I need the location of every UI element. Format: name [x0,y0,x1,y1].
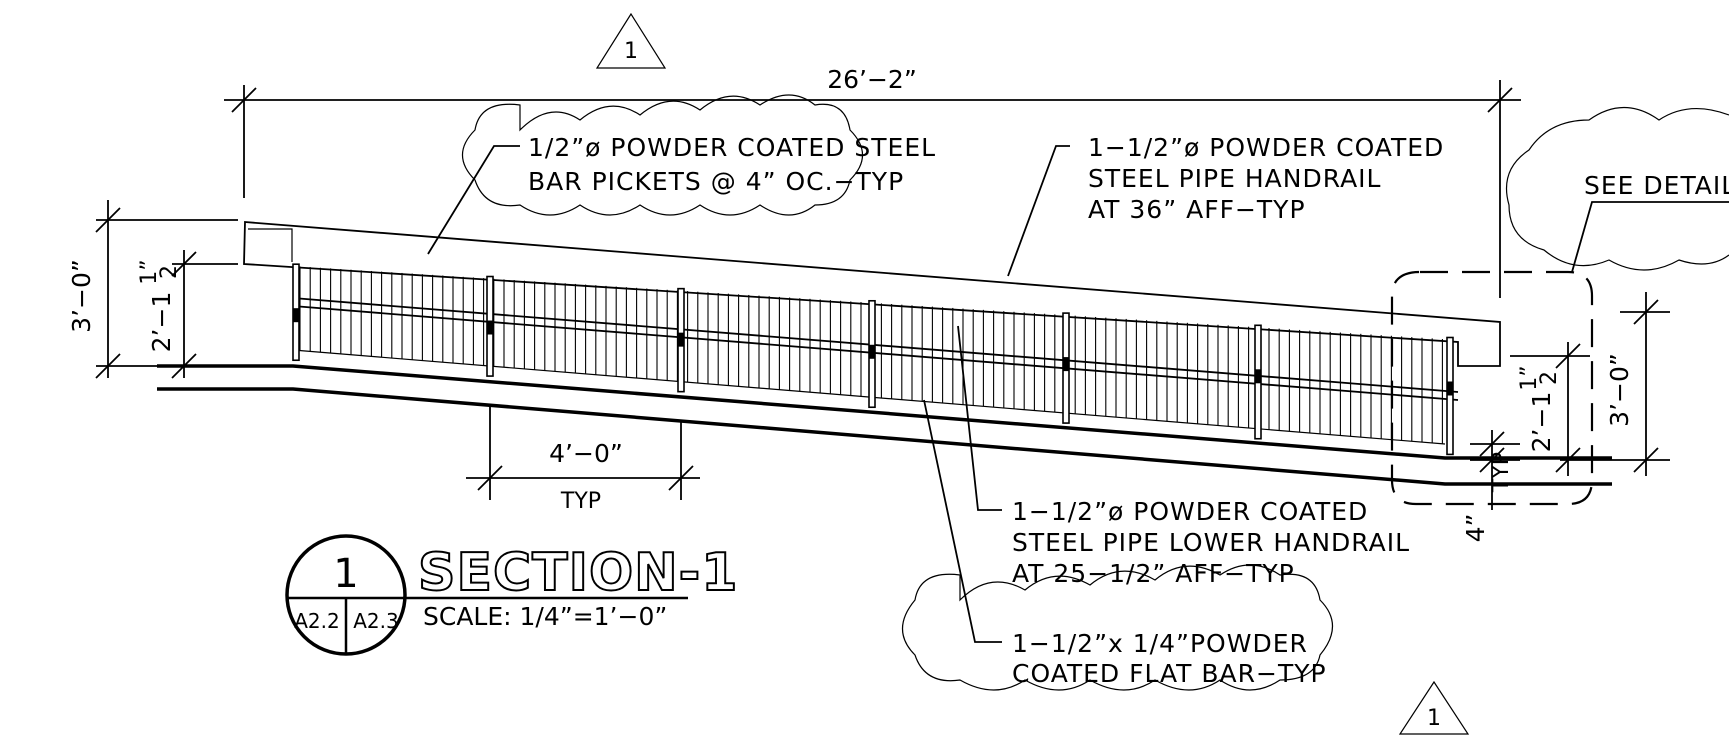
flat-bar-leader [923,399,1002,643]
revision-triangle-bottom [1398,680,1470,735]
left-tick-2 [95,353,121,379]
section-title: SECTION-1 [418,543,738,603]
note-pickets-line2: BAR PICKETS @ 4” OC.−TYP [528,167,904,196]
section-scale: SCALE: 1/4”=1’−0” [423,602,667,631]
note-handrail-line2: STEEL PIPE HANDRAIL [1088,164,1382,193]
right-tick-3 [1555,343,1581,369]
rail-posts [292,263,1454,456]
post-bracket [1255,369,1261,384]
left-fraction-den: 2 [157,265,182,279]
see-detail-leader [1571,201,1729,273]
post-bracket [293,308,299,323]
handrail-leader [1007,145,1070,277]
ramp-slab-top [157,364,1612,460]
note-lower-line1: 1−1/2”ø POWDER COATED [1012,497,1368,526]
pickets-leader [427,145,520,255]
right-lower-height-label: 2’−1 [1527,392,1556,453]
note-flat-bar-line2: COATED FLAT BAR−TYP [1012,659,1327,688]
toe-tick-1 [1479,431,1505,457]
detail-callout-box [1390,270,1594,506]
tick-right [1487,87,1513,113]
post-bracket [1063,357,1069,372]
left-tick-1 [95,207,121,233]
spacing-tick-left [477,465,503,491]
bar-pickets [299,266,1443,444]
right-fraction-den: 2 [1537,371,1562,385]
right-rail-height-label: 3’−0” [1605,353,1634,427]
revision-cloud-see-detail [1505,107,1729,271]
note-lower-handrail: 1−1/2”ø POWDER COATED STEEL PIPE LOWER H… [1012,497,1419,588]
top-handrail-inner [248,228,293,262]
post-bracket [678,332,684,347]
post-spacing-typ: TYP [560,489,601,514]
left-tick-3 [171,251,197,277]
left-rail-height-label: 3’−0” [67,259,96,333]
left-lower-height-label: 2’−1 [147,292,176,353]
note-handrail-line1: 1−1/2”ø POWDER COATED [1088,133,1444,162]
revision-tag-bottom: 1 [1427,706,1441,731]
right-tick-1 [1633,299,1659,325]
note-handrail-line3: AT 36” AFF−TYP [1088,195,1306,224]
note-handrail: 1−1/2”ø POWDER COATED STEEL PIPE HANDRAI… [1088,133,1453,224]
toe-tick-2 [1479,447,1505,473]
section-sheet-right: A2.3 [353,609,399,633]
right-tick-4 [1555,447,1581,473]
revision-cloud-flat-bar [902,564,1333,691]
revision-tag-top: 1 [624,39,638,64]
post-bracket [487,320,493,335]
top-handrail [243,221,1501,367]
right-fraction-num: 1” [1517,365,1542,390]
see-detail-label: SEE DETAIL [1584,171,1729,200]
revision-cloud-pickets [461,94,864,216]
section-sheet-left: A2.2 [294,609,340,633]
note-lower-line3: AT 25−1/2” AFF−TYP [1012,559,1295,588]
post-spacing-label: 4’−0” [549,439,623,468]
post-bracket [869,344,875,359]
toe-gap-typ: TYP [1489,452,1514,493]
left-fraction-num: 1” [137,259,162,284]
note-pickets-line1: 1/2”ø POWDER COATED STEEL [528,133,936,162]
rail-post [1446,336,1454,456]
left-tick-4 [171,353,197,379]
lower-handrail-leader [957,325,1002,511]
overall-length-label: 26’−2” [827,65,917,94]
section-number: 1 [333,551,358,597]
spacing-tick-right [668,465,694,491]
note-flat-bar: 1−1/2”x 1/4”POWDER COATED FLAT BAR−TYP [1012,629,1327,688]
revision-triangle-top [595,12,667,69]
right-tick-2 [1633,447,1659,473]
ramp-slab-bottom [157,387,1612,486]
toe-gap-label: 4” [1461,514,1490,543]
note-lower-line2: STEEL PIPE LOWER HANDRAIL [1012,528,1410,557]
post-bracket [1447,381,1453,396]
note-pickets: 1/2”ø POWDER COATED STEEL BAR PICKETS @ … [528,133,945,196]
note-flat-bar-line1: 1−1/2”x 1/4”POWDER [1012,629,1308,658]
tick-left [231,87,257,113]
